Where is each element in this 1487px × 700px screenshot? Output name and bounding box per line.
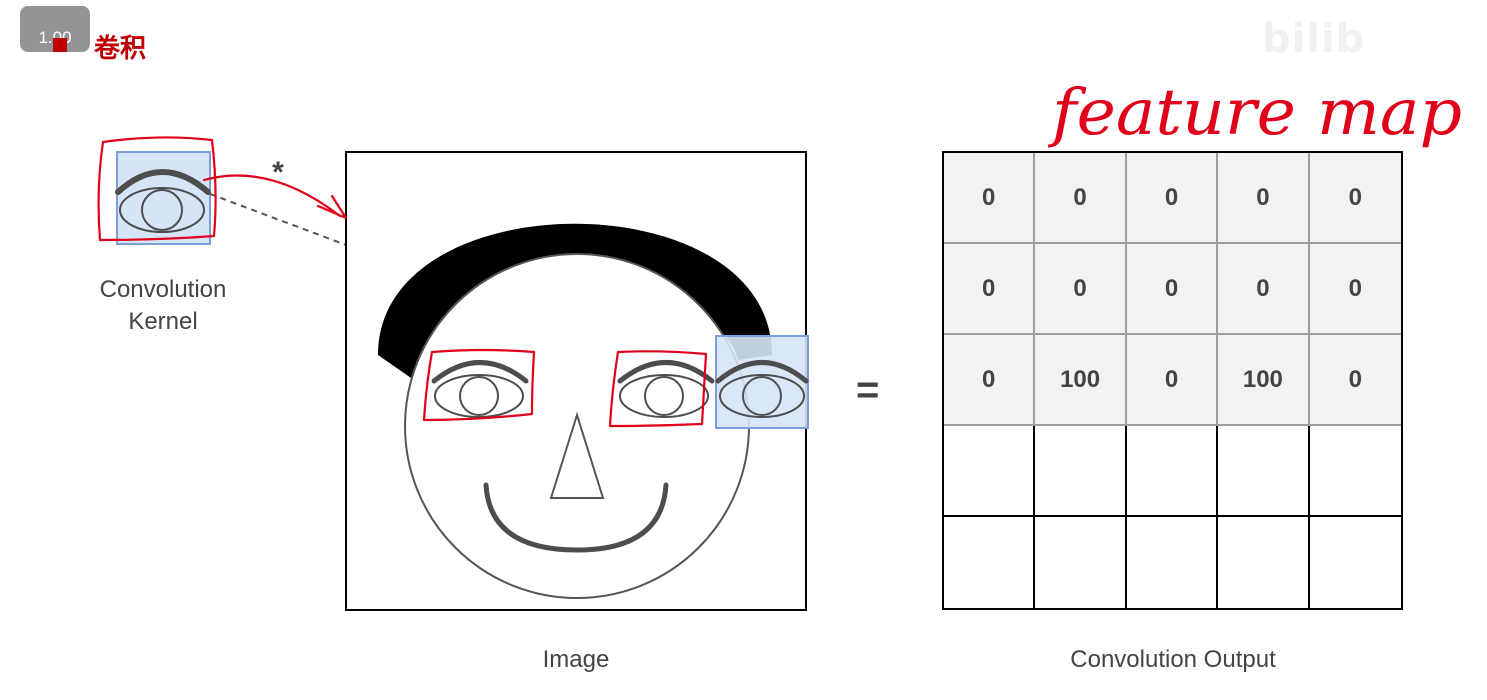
output-cell: 100 <box>1035 335 1127 426</box>
sliding-window-icon <box>715 335 809 429</box>
output-cell: 0 <box>1218 244 1310 335</box>
output-cell: 0 <box>1035 244 1127 335</box>
output-cell: 0 <box>944 153 1036 244</box>
output-cell: 0 <box>1218 153 1310 244</box>
feature-map-handwriting: feature map <box>1048 76 1462 150</box>
mouth-icon <box>483 482 669 553</box>
output-cell: 0 <box>1126 153 1219 244</box>
kernel-arrow <box>202 174 348 220</box>
output-cell <box>1218 517 1310 608</box>
kernel-caption-line1: Convolution <box>99 276 227 303</box>
kernel-highlight-box <box>97 136 217 242</box>
output-cell <box>1310 517 1401 608</box>
output-cell: 0 <box>1035 153 1127 244</box>
output-cell <box>1309 426 1401 517</box>
left-eye-icon <box>431 360 529 418</box>
output-cell: 0 <box>1309 244 1401 335</box>
kernel-caption: Convolution Kernel <box>70 274 256 338</box>
equals-operator: = <box>856 368 880 412</box>
output-cell: 0 <box>1126 244 1219 335</box>
output-cell <box>1035 426 1127 517</box>
hair-shape <box>378 223 772 380</box>
output-cell <box>1035 517 1127 608</box>
output-cell <box>1127 517 1219 608</box>
kernel-icon <box>115 151 211 245</box>
left-eye-highlight-box <box>422 348 536 422</box>
output-caption: Convolution Output <box>1070 646 1276 673</box>
output-cell <box>1218 426 1310 517</box>
right-eye-icon <box>617 360 715 418</box>
output-cell: 0 <box>1126 335 1219 426</box>
bilibili-watermark: bilib <box>1262 16 1366 62</box>
output-cell: 100 <box>1218 335 1310 426</box>
nose-icon <box>549 411 605 499</box>
output-cell <box>1126 426 1219 517</box>
image-caption: Image <box>542 646 610 673</box>
title-bullet-icon <box>53 38 67 52</box>
output-cell <box>944 517 1036 608</box>
output-cell: 0 <box>944 244 1036 335</box>
output-cell: 0 <box>944 335 1036 426</box>
right-eye-highlight-box <box>608 350 708 428</box>
output-cell: 0 <box>1309 335 1401 426</box>
slide-title: 卷积 <box>94 34 147 64</box>
kernel-caption-line2: Kernel <box>128 308 198 335</box>
output-cell <box>944 426 1036 517</box>
input-image <box>345 151 809 611</box>
output-cell: 0 <box>1309 153 1401 244</box>
